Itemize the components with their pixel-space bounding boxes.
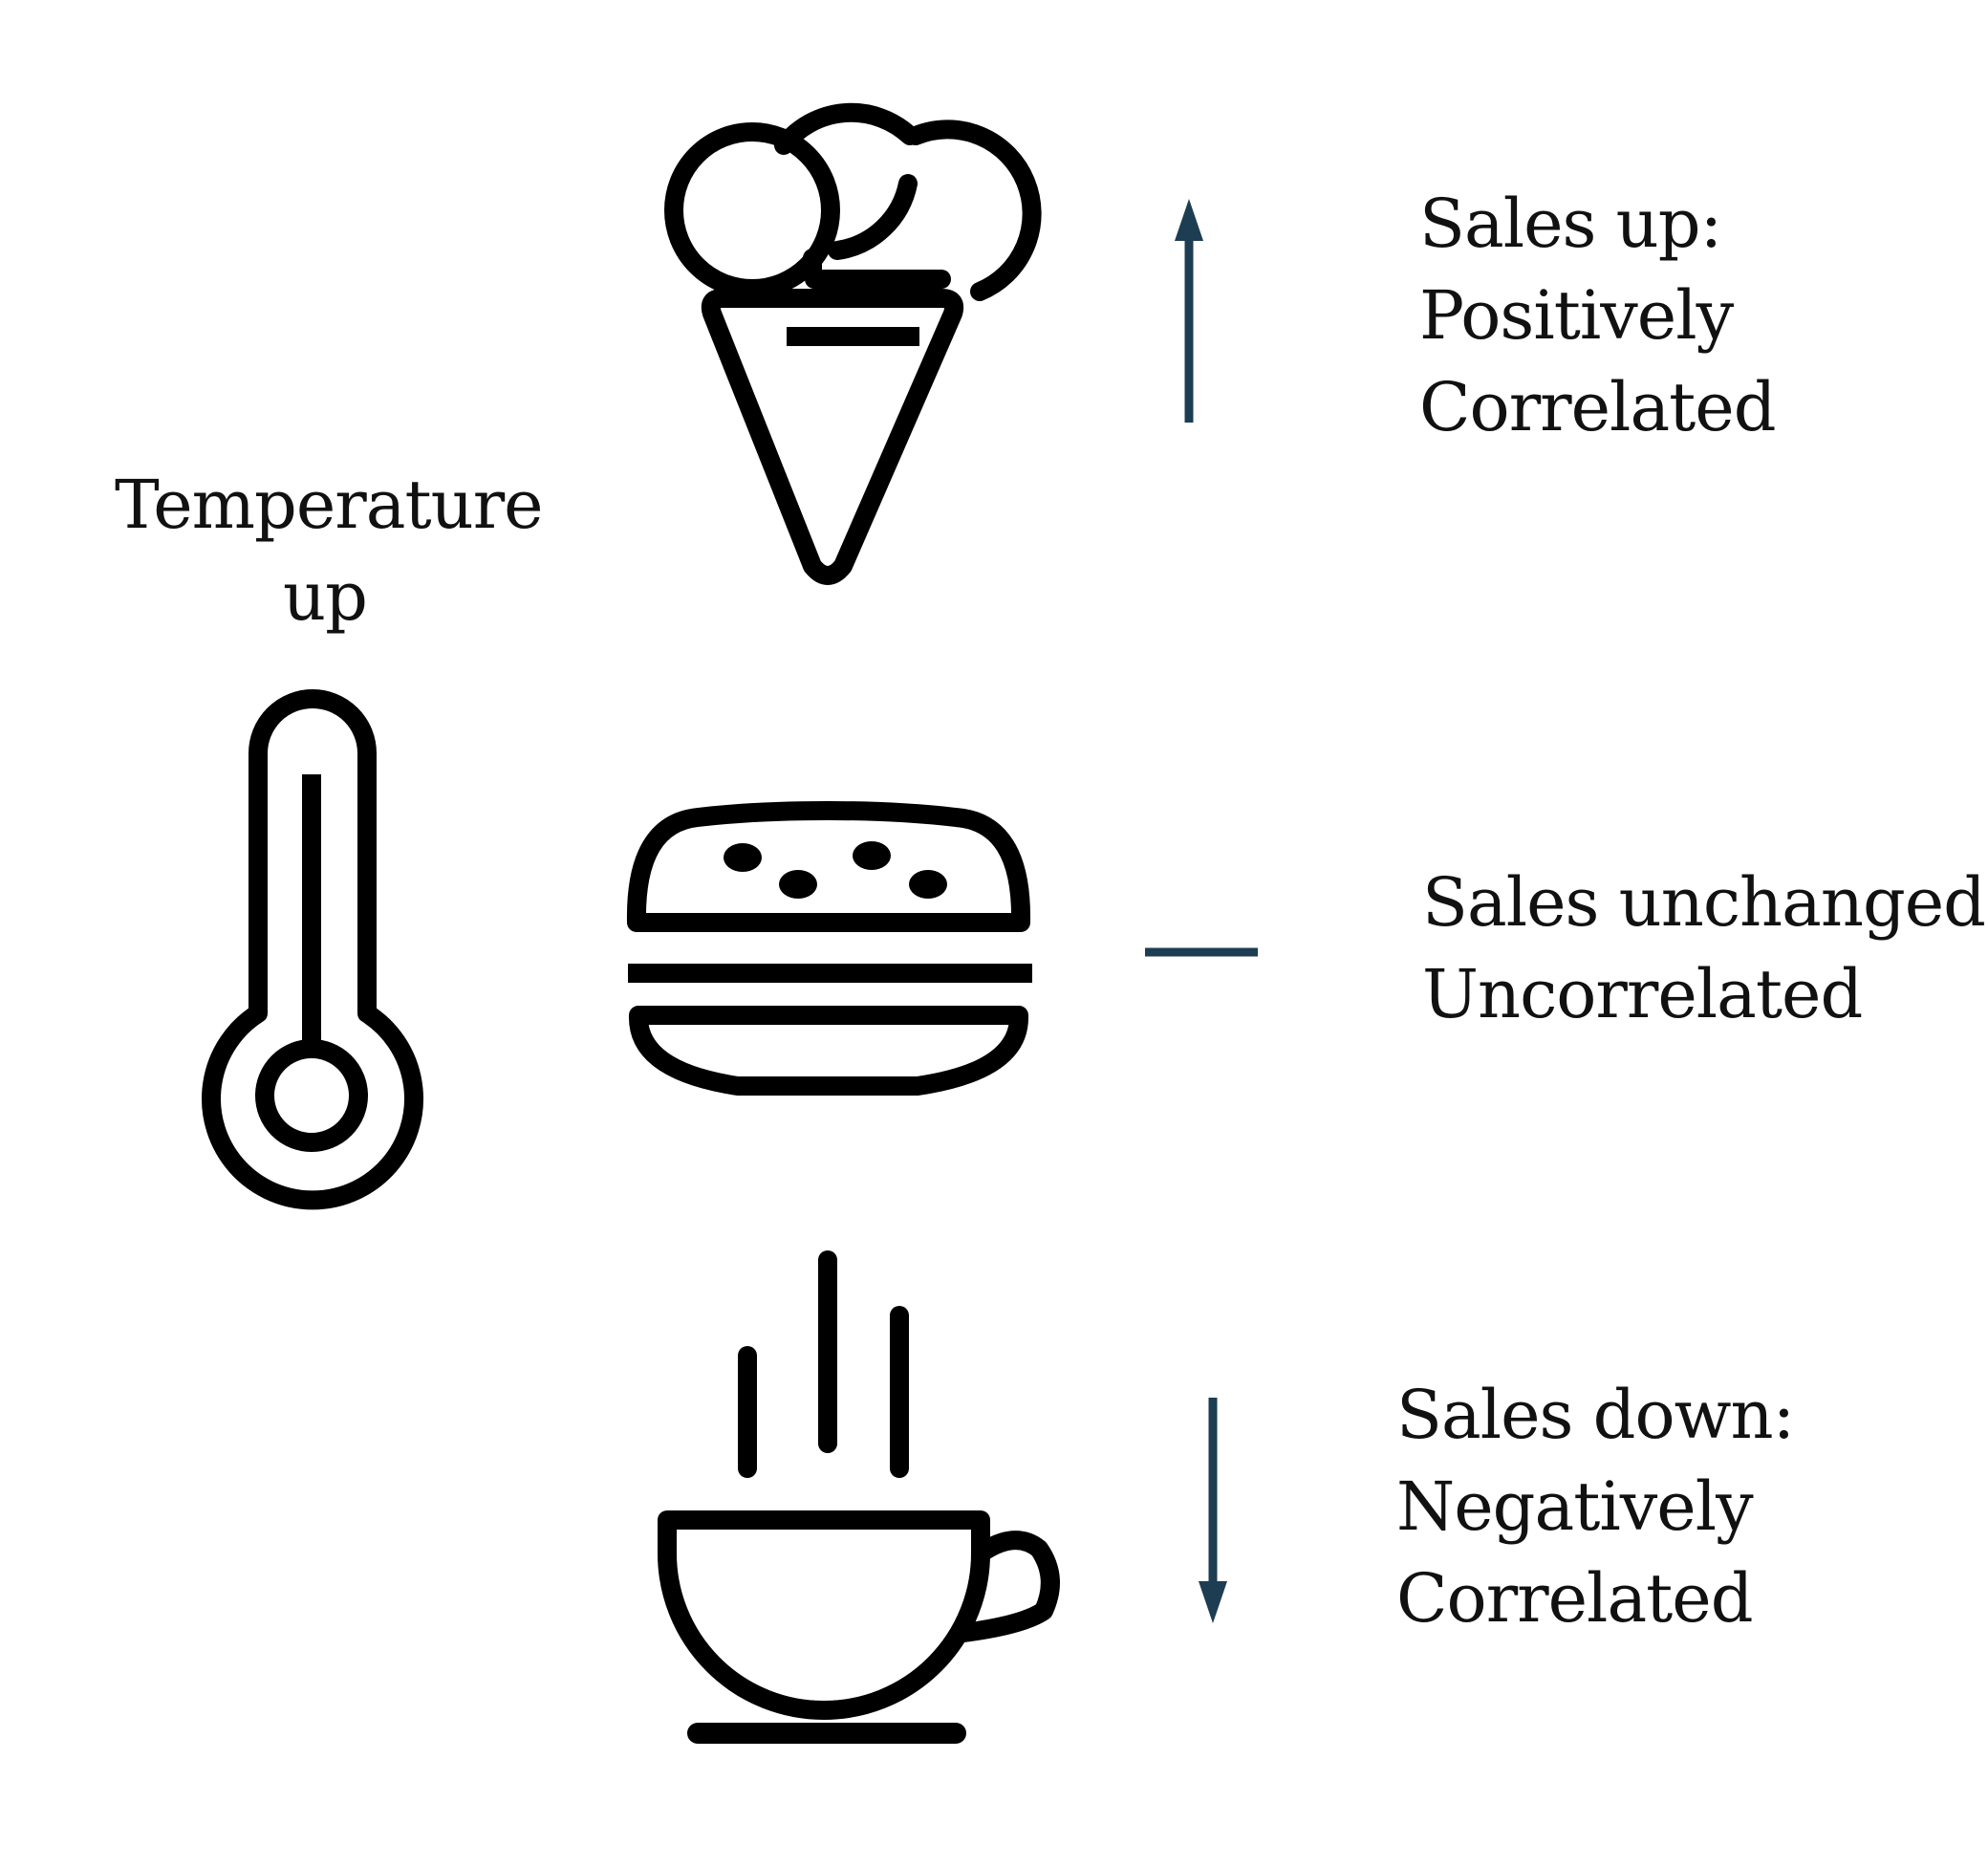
sales-unchanged-line2: Uncorrelated xyxy=(1422,955,1863,1033)
burger-sesame-seeds xyxy=(724,841,947,899)
burger-icon xyxy=(626,801,1032,1096)
trend-up-arrow xyxy=(1175,199,1203,423)
sales-up-label: Sales up: Positively Correlated xyxy=(1419,178,1777,453)
temperature-label: Temperature up xyxy=(115,459,544,642)
sales-down-label: Sales down: Negatively Correlated xyxy=(1396,1369,1795,1644)
temperature-label-line1: Temperature xyxy=(115,466,544,544)
hot-coffee-cup-icon xyxy=(658,1250,1060,1744)
sales-up-line3: Correlated xyxy=(1419,368,1777,446)
sales-down-line3: Correlated xyxy=(1396,1559,1754,1638)
sales-up-line2: Positively xyxy=(1419,276,1734,355)
sales-unchanged-label: Sales unchanged: Uncorrelated xyxy=(1422,857,1988,1040)
sales-down-line2: Negatively xyxy=(1396,1467,1754,1546)
thermometer-icon xyxy=(202,689,423,1210)
trend-down-arrow xyxy=(1199,1398,1227,1623)
temperature-label-line2: up xyxy=(283,557,368,636)
sales-unchanged-line1: Sales unchanged: xyxy=(1422,863,1988,942)
ice-cream-cone-icon xyxy=(664,102,1042,585)
sales-down-line1: Sales down: xyxy=(1396,1376,1795,1454)
sales-up-line1: Sales up: xyxy=(1419,185,1722,263)
